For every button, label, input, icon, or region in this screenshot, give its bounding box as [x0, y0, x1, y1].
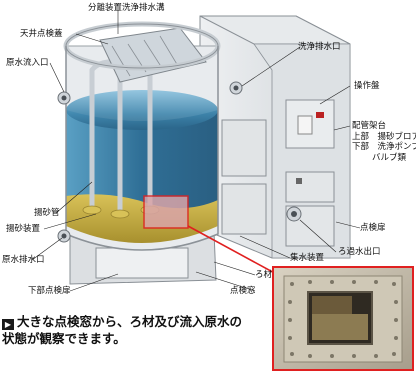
equipment-housing	[199, 15, 351, 259]
label-separator-wash-trough: 分離装置洗浄排水溝	[88, 3, 165, 13]
label-inspection-window: 点検窓	[230, 286, 256, 296]
label-sand-lift-device: 揚砂装置	[6, 224, 41, 234]
label-wash-drain-outlet: 洗浄排水口	[298, 42, 341, 52]
label-rack-lower: 下部 洗浄ポンプ	[352, 142, 416, 152]
caption-line-1: ▶大きな点検窓から、ろ材及び流入原水の	[2, 313, 272, 330]
label-filter-media: ろ材	[255, 270, 273, 280]
inspection-window-photo	[272, 266, 414, 371]
filter-tank	[57, 21, 302, 285]
label-inspection-door: 点検扉	[360, 223, 386, 233]
label-lower-inspection-door: 下部点検扉	[28, 286, 71, 296]
label-collector: 集水装置	[290, 253, 325, 263]
label-raw-water-inlet: 原水流入口	[6, 58, 49, 68]
leader-lines	[31, 10, 361, 292]
label-control-panel: 操作盤	[354, 81, 380, 91]
caption: ▶大きな点検窓から、ろ材及び流入原水の 状態が観察できます。	[2, 313, 272, 347]
label-filtered-outlet: ろ過水出口	[338, 247, 381, 257]
label-raw-water-drain: 原水排水口	[2, 255, 45, 265]
label-rack-upper: 上部 揚砂ブロア	[352, 131, 416, 142]
label-piping-rack: 配管架台	[352, 121, 387, 131]
label-ceiling-inspection-port: 天井点検蓋	[20, 29, 63, 39]
caption-line-2: 状態が観察できます。	[2, 331, 126, 346]
label-piping-rack-group: 配管架台 上部 揚砂ブロア 下部 洗浄ポンプ バルブ類	[352, 121, 416, 163]
label-sand-lift-pipe: 揚砂管	[34, 208, 60, 218]
label-rack-valve: バルブ類	[372, 152, 407, 163]
highlight-connector	[187, 225, 281, 277]
inspection-window-photo-drawing	[274, 268, 412, 369]
caption-marker-icon: ▶	[2, 319, 14, 330]
